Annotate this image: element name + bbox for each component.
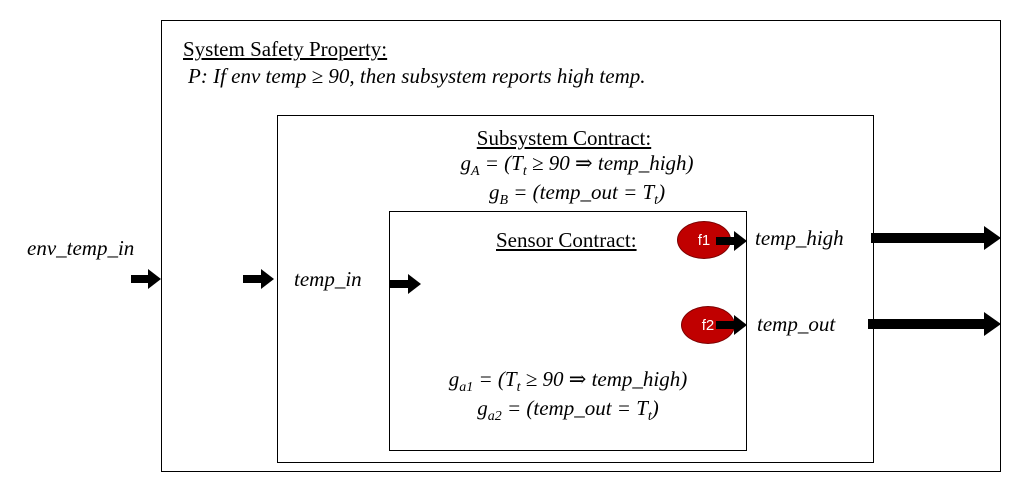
subsystem-contract-title: Subsystem Contract: [476,126,652,150]
sensor-box [389,211,747,451]
fault-f1-marker: f1 [677,221,731,259]
env-temp-in-label: env_temp_in [27,236,135,260]
temp-out-label: temp_out [757,312,836,336]
ga2-tail: ) [651,396,659,420]
sensor-guarantee-a1: ga1 = (Tt ≥ 90 ⇒ temp_high) [378,367,758,396]
temp-high-label: temp_high [755,226,844,250]
ga2-sub: a2 [487,409,502,424]
ga1-tail: ≥ 90 ⇒ temp_high) [520,367,688,391]
ga-rhs: = (T [479,151,523,175]
sensor-guarantee-a2: ga2 = (temp_out = Tt) [378,396,758,425]
sensor-contract-title: Sensor Contract: [496,228,637,252]
ga-g: g [460,151,471,175]
gb-rhs: = (temp_out = T [508,180,655,204]
temp-out-output-arrow [868,312,1001,336]
gb-g: g [488,180,500,204]
system-property-title: System Safety Property: [183,37,388,61]
env-temp-in-arrow [131,269,161,289]
ga1-tsub: t [516,380,521,395]
system-property-text: P: If env temp ≥ 90, then subsystem repo… [188,64,646,88]
ga2-rhs: = (temp_out = T [501,396,648,420]
ga1-rhs: = (T [473,367,517,391]
ga1-sub: a1 [459,380,474,395]
gb-tail: ) [658,180,666,204]
gb-tsub: t [654,193,659,208]
subsystem-input-arrow [243,269,274,289]
gb-sub: B [499,193,508,208]
ga-sub: A [470,164,480,179]
subsystem-guarantee-a: gA = (Tt ≥ 90 ⇒ temp_high) [377,151,777,180]
ga-tsub: t [522,164,527,179]
temp-in-label: temp_in [294,267,362,291]
ga2-tsub: t [647,409,652,424]
ga-tail: ≥ 90 ⇒ temp_high) [526,151,694,175]
ga1-g: g [448,367,460,391]
f1-arrow [716,231,747,251]
temp-in-arrow [390,274,421,294]
temp-high-output-arrow [871,226,1001,250]
f2-arrow [716,315,747,335]
ga2-g: g [477,396,488,420]
subsystem-box [277,115,874,463]
subsystem-guarantee-b: gB = (temp_out = Tt) [377,180,777,209]
system-box [161,20,1001,472]
